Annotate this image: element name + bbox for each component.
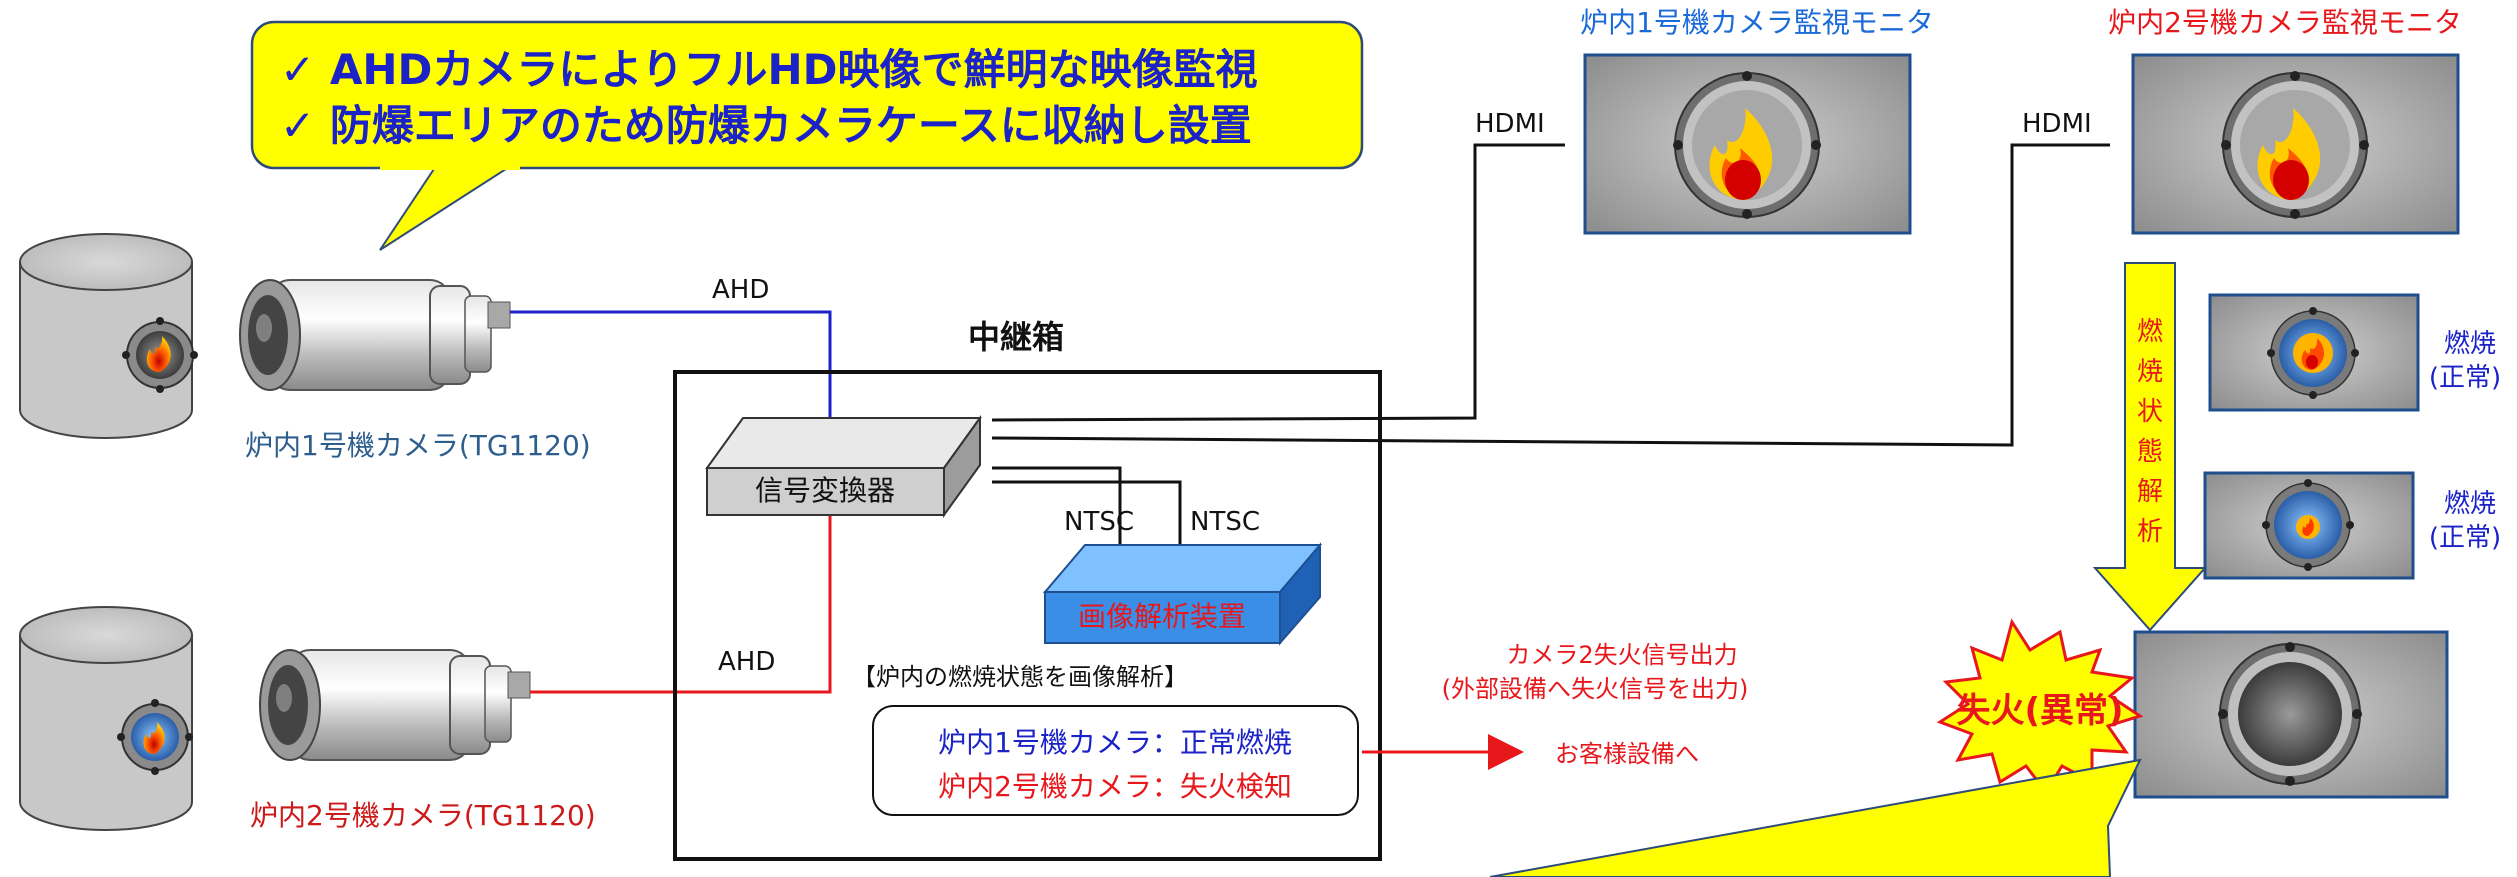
camera-2-icon: [259, 649, 531, 761]
image-analyzer: [1042, 542, 1323, 646]
misfire-monitor: [2133, 630, 2449, 799]
ahd-wire-camera-1: [510, 310, 832, 418]
analysis-arrow-char: 燃: [2137, 317, 2163, 347]
misfire-burst-label: 失火(異常): [1956, 691, 2123, 731]
relay-box-title: 中継箱: [968, 318, 1064, 356]
signal-converter: [705, 414, 982, 519]
ntsc-wire-2: [992, 480, 1182, 548]
monitor-2-title: 炉内2号機カメラ監視モニタ: [2108, 6, 2462, 39]
ntsc-wire-1: [992, 466, 1122, 548]
flame-icon: [146, 336, 171, 372]
image-analyzer-label: 画像解析装置: [1078, 600, 1246, 633]
flame-icon: [143, 722, 165, 754]
state-1-line-2: (正常): [2429, 363, 2501, 393]
state-2-line-1: 燃焼: [2444, 489, 2496, 519]
analysis-arrow-char: 焼: [2137, 357, 2163, 387]
relay-box: [673, 370, 1382, 861]
analysis-arrow-char: 解: [2137, 477, 2163, 507]
callout-line-2: ✓ 防爆エリアのため防爆カメラケースに収納し設置: [280, 101, 1252, 150]
bottom-callout: [1489, 758, 2142, 877]
ntsc-label-2: NTSC: [1190, 507, 1260, 537]
misfire-output-line-2: (外部設備へ失火信号を出力): [1442, 675, 1749, 703]
monitor-1-title: 炉内1号機カメラ監視モニタ: [1580, 6, 1934, 39]
ahd-wire-camera-2: [530, 515, 832, 694]
hdmi-label-2: HDMI: [2022, 109, 2092, 139]
camera-1-icon: [239, 279, 511, 391]
monitor-2: [2131, 53, 2460, 235]
monitor-1: [1583, 53, 1912, 235]
status-camera-1: 炉内1号機カメラ：正常燃焼: [938, 726, 1292, 759]
ntsc-label-1: NTSC: [1064, 507, 1134, 537]
hdmi-label-1: HDMI: [1475, 109, 1545, 139]
state-thumbnail-2: [2203, 471, 2415, 580]
status-panel: [872, 705, 1359, 816]
furnace-tank-1: [19, 233, 198, 439]
state-2-line-2: (正常): [2429, 523, 2501, 553]
camera-1-label: 炉内1号機カメラ(TG1120): [245, 429, 591, 462]
analysis-arrow-char: 状: [2137, 397, 2163, 427]
state-1-line-1: 燃焼: [2444, 329, 2496, 359]
ahd-label-2: AHD: [718, 647, 775, 677]
furnace-tank-2: [19, 606, 193, 831]
analysis-arrow-char: 析: [2137, 517, 2163, 547]
misfire-output-line-1: カメラ2失火信号出力: [1506, 641, 1737, 669]
state-thumbnail-1: [2208, 293, 2420, 412]
signal-converter-label: 信号変換器: [755, 474, 895, 507]
combustion-analysis-arrow: [2092, 262, 2208, 632]
flame-icon: [2302, 518, 2314, 536]
misfire-burst: [1936, 618, 2144, 795]
hdmi-wire-1: [991, 143, 1565, 422]
hdmi-wire-2: [991, 143, 2110, 447]
feature-callout: ✓ AHDカメラによりフルHD映像で鮮明な映像監視 ✓ 防爆エリアのため防爆カメ…: [250, 20, 1364, 251]
camera-2-label: 炉内2号機カメラ(TG1120): [250, 799, 596, 832]
analysis-arrow-char: 態: [2137, 437, 2163, 467]
misfire-destination: お客様設備へ: [1555, 740, 1699, 768]
analysis-note: 【炉内の燃焼状態を画像解析】: [852, 663, 1188, 691]
ahd-label-1: AHD: [712, 275, 769, 305]
status-camera-2: 炉内2号機カメラ：失火検知: [938, 770, 1292, 803]
callout-line-1: ✓ AHDカメラによりフルHD映像で鮮明な映像監視: [280, 45, 1258, 94]
